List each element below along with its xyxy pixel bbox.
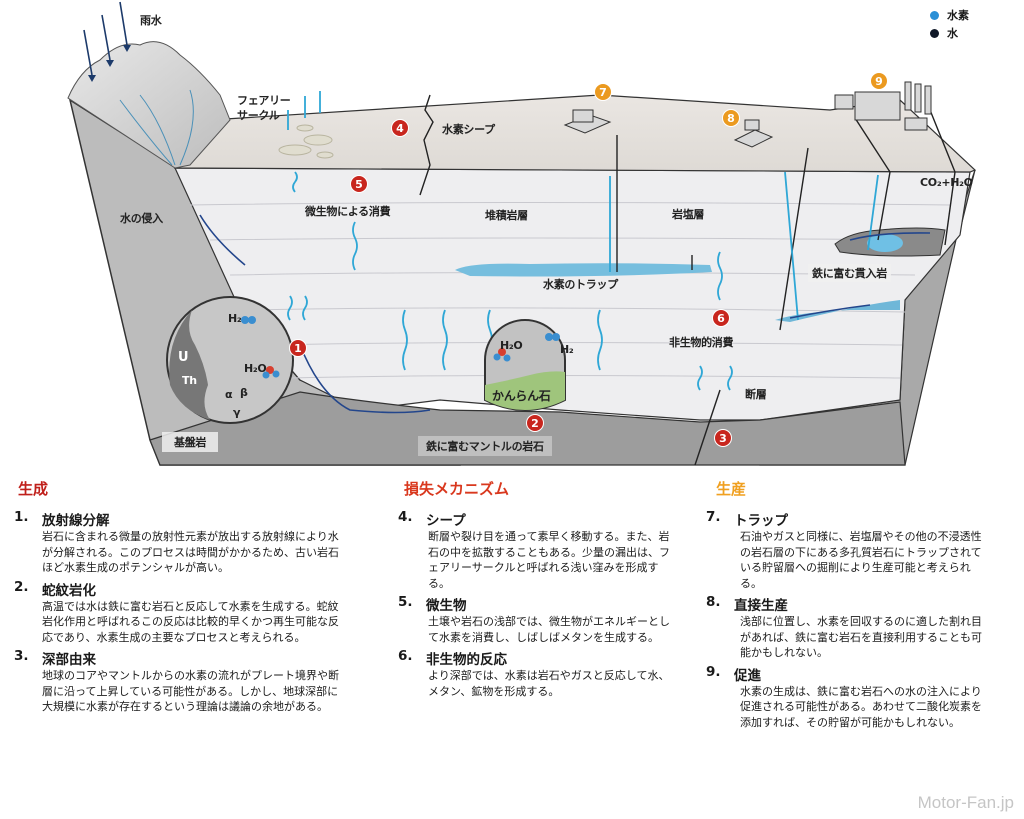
label-water-intrusion: 水の侵入 bbox=[120, 212, 163, 225]
water-dot-icon bbox=[930, 28, 939, 38]
item-heading: シープ bbox=[426, 513, 466, 529]
list-item: 5. 微生物 土壌や岩石の浅部では、微生物がエネルギーとして水素を消費し、しばしば… bbox=[388, 594, 688, 645]
label-fairy-circle-2: サークル bbox=[237, 109, 280, 122]
section-title: 生成 bbox=[18, 480, 49, 498]
item-heading: 深部由来 bbox=[42, 652, 96, 668]
label-gamma: γ bbox=[233, 406, 241, 419]
label-iron-rich-intrusion: 鉄に富む貫入岩 bbox=[808, 264, 891, 282]
list-item: 7. トラップ 石油やガスと同様に、岩塩層やその他の不浸透性の岩石層の下にある多孔… bbox=[700, 509, 1024, 591]
legend: 水素 水 bbox=[930, 6, 969, 42]
label-abiotic-consumption: 非生物的消費 bbox=[669, 336, 734, 349]
label-hydrogen-trap: 水素のトラップ bbox=[543, 278, 618, 291]
item-body: 土壌や岩石の浅部では、微生物がエネルギーとして水素を消費し、しばしばメタンを生成… bbox=[428, 615, 670, 644]
item-number: 6. bbox=[398, 648, 413, 664]
label-iron-rich-mantle: 鉄に富むマントルの岩石 bbox=[418, 436, 552, 456]
label-alpha: α bbox=[225, 388, 233, 401]
radiolysis-inset bbox=[166, 296, 294, 424]
label-microbial-consumption: 微生物による消費 bbox=[305, 205, 391, 218]
item-number: 9. bbox=[706, 663, 721, 680]
hydrogen-dot-icon bbox=[930, 10, 939, 20]
badge-4: 4 bbox=[391, 119, 409, 137]
hydrogen-flows bbox=[287, 91, 879, 391]
item-body: 浅部に位置し、水素を回収するのに適した割れ目があれば、鉄に富む岩石を直接利用する… bbox=[740, 615, 982, 659]
list-item: 3. 深部由来 地球のコアやマントルからの水素の流れがプレート境界や断層に沿って上… bbox=[2, 648, 362, 715]
label-thorium: Th bbox=[182, 374, 197, 387]
label-h2o-serpentinization: H₂O bbox=[500, 339, 523, 352]
label-basement-rock: 基盤岩 bbox=[162, 432, 219, 452]
item-number: 8. bbox=[706, 594, 721, 610]
badge-1: 1 bbox=[289, 339, 307, 357]
item-number: 4. bbox=[398, 509, 413, 525]
label-salt-layer: 岩塩層 bbox=[672, 208, 705, 221]
item-heading: 直接生産 bbox=[734, 598, 788, 614]
legend-item-water: 水 bbox=[930, 24, 969, 42]
section-generation: 生成 1. 放射線分解 岩石に含まれる微量の放射性元素が放出する放射線により水が分… bbox=[2, 478, 362, 718]
label-fairy-circle-1: フェアリー bbox=[237, 94, 291, 107]
facilities bbox=[563, 81, 932, 148]
watermark: Motor-Fan.jp bbox=[917, 793, 1014, 812]
item-heading: 放射線分解 bbox=[42, 513, 110, 529]
badge-7: 7 bbox=[594, 83, 612, 101]
label-h2-radiolysis: H₂ bbox=[228, 312, 242, 325]
item-number: 1. bbox=[14, 509, 29, 525]
badge-3: 3 bbox=[714, 429, 732, 447]
list-item: 1. 放射線分解 岩石に含まれる微量の放射性元素が放出する放射線により水が分解され… bbox=[2, 509, 362, 576]
sedimentary-front-face bbox=[174, 167, 971, 421]
label-h2o-radiolysis: H₂O bbox=[244, 362, 267, 375]
label-fault: 断層 bbox=[745, 388, 767, 401]
badge-5: 5 bbox=[350, 175, 368, 193]
serpentinization-inset bbox=[484, 319, 566, 411]
list-item: 8. 直接生産 浅部に位置し、水素を回収するのに適した割れ目があれば、鉄に富む岩石… bbox=[700, 594, 1024, 661]
legend-item-hydrogen: 水素 bbox=[930, 6, 969, 24]
list-item: 4. シープ 断層や裂け目を通って素早く移動する。また、岩石の中を拡散することもあ… bbox=[388, 509, 688, 591]
list-item: 6. 非生物的反応 より深部では、水素は岩石やガスと反応して水、メタン、鉱物を形成… bbox=[388, 648, 688, 699]
label-uranium: U bbox=[178, 350, 189, 365]
fairy-circles bbox=[278, 124, 334, 159]
hydrogen-trap-pool bbox=[455, 263, 712, 277]
section-production: 生産 7. トラップ 石油やガスと同様に、岩塩層やその他の不浸透性の岩石層の下にあ… bbox=[700, 478, 1024, 733]
item-heading: 促進 bbox=[734, 667, 761, 684]
badge-9: 9 bbox=[870, 72, 888, 90]
item-body: 岩石に含まれる微量の放射性元素が放出する放射線により水が分解される。このプロセス… bbox=[42, 530, 339, 574]
item-heading: 非生物的反応 bbox=[426, 652, 507, 668]
item-number: 2. bbox=[14, 578, 29, 595]
label-olivine: かんらん石 bbox=[492, 389, 551, 403]
section-title: 生産 bbox=[716, 480, 747, 498]
item-number: 3. bbox=[14, 648, 29, 664]
item-body: 高温では水は鉄に富む岩石と反応して水素を生成する。蛇紋岩化作用と呼ばれるこの反応… bbox=[42, 599, 339, 644]
label-h2-serpentinization: H₂ bbox=[560, 343, 574, 356]
item-number: 7. bbox=[706, 509, 721, 525]
item-body: より深部では、水素は岩石やガスと反応して水、メタン、鉱物を形成する。 bbox=[428, 669, 670, 698]
label-hydrogen-seep: 水素シープ bbox=[442, 123, 495, 136]
mountain bbox=[67, 41, 231, 169]
item-heading: トラップ bbox=[734, 513, 788, 529]
badge-2: 2 bbox=[526, 414, 544, 432]
label-beta: β bbox=[240, 386, 248, 399]
label-co2-h2o: CO₂+H₂O bbox=[920, 176, 973, 189]
section-title: 損失メカニズム bbox=[404, 480, 510, 498]
diagram-illustration bbox=[67, 1, 977, 770]
item-body: 断層や裂け目を通って素早く移動する。また、岩石の中を拡散することもある。少量の漏… bbox=[428, 530, 670, 590]
item-heading: 蛇紋岩化 bbox=[42, 582, 96, 599]
item-number: 5. bbox=[398, 594, 413, 610]
item-body: 地球のコアやマントルからの水素の流れがプレート境界や断層に沿って上昇している可能… bbox=[42, 669, 339, 713]
list-item: 2. 蛇紋岩化 高温では水は鉄に富む岩石と反応して水素を生成する。蛇紋岩化作用と呼… bbox=[2, 579, 362, 646]
badge-6: 6 bbox=[712, 309, 730, 327]
badge-8: 8 bbox=[722, 109, 740, 127]
item-body: 水素の生成は、鉄に富む岩石への水の注入により促進される可能性がある。あわせて二酸… bbox=[740, 684, 982, 729]
item-heading: 微生物 bbox=[426, 598, 467, 614]
item-body: 石油やガスと同様に、岩塩層やその他の不浸透性の岩石層の下にある多孔質岩石にトラッ… bbox=[740, 530, 982, 590]
hydrogen-cycle-diagram: 水素 水 雨水 フェアリー サークル 水素シープ 微生物による消費 水の侵入 堆… bbox=[67, 1, 977, 770]
section-loss-mechanisms: 損失メカニズム 4. シープ 断層や裂け目を通って素早く移動する。また、岩石の中を… bbox=[388, 478, 688, 702]
label-rain: 雨水 bbox=[140, 14, 162, 27]
label-sedimentary-layer: 堆積岩層 bbox=[485, 209, 528, 222]
list-item: 9. 促進 水素の生成は、鉄に富む岩石への水の注入により促進される可能性がある。あ… bbox=[700, 664, 1024, 731]
